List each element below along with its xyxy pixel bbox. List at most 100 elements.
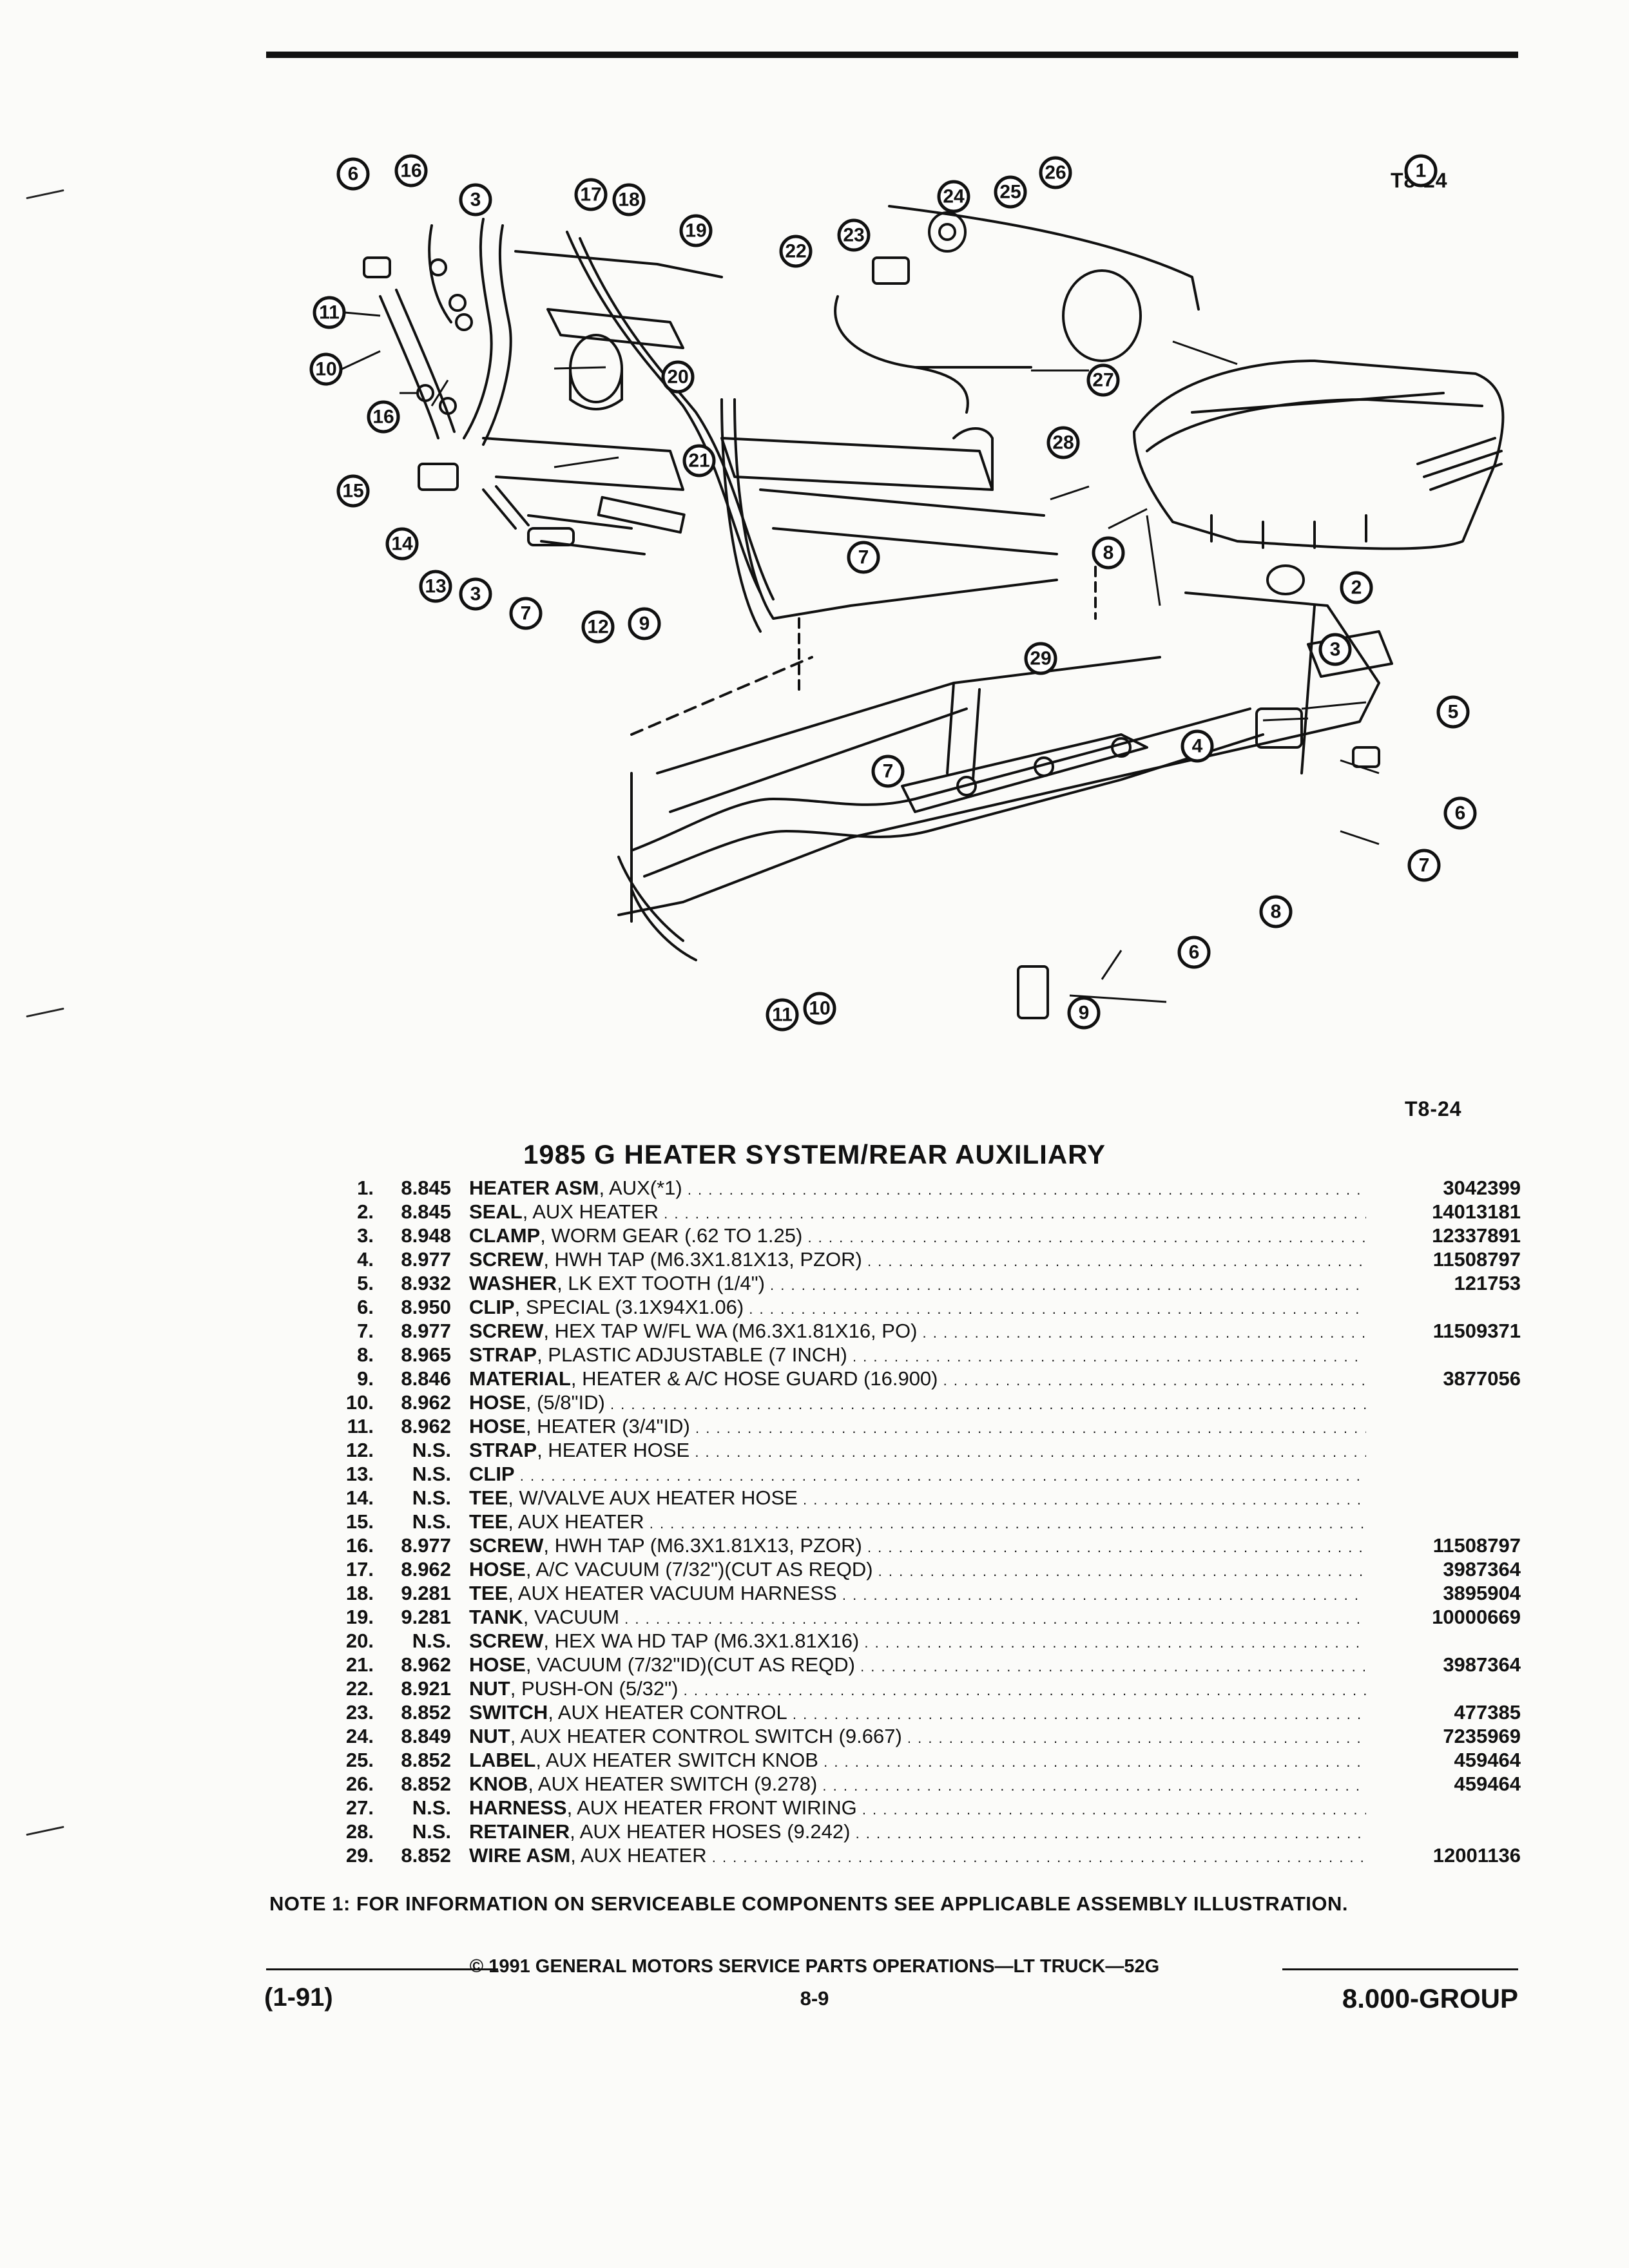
svg-text:26: 26	[1045, 162, 1066, 184]
part-name: TEE	[469, 1582, 508, 1604]
group-number: 8.845	[401, 1177, 451, 1199]
part-detail: , HWH TAP (M6.3X1.81X13, PZOR)	[543, 1248, 1366, 1271]
exploded-parts-diagram: 6 16 3 17 18 19 11 10 16 15 14 13 3 7 12…	[309, 154, 1505, 1032]
part-name: HOSE	[469, 1653, 526, 1676]
part-name: WASHER	[469, 1272, 557, 1294]
part-name: SCREW	[469, 1629, 544, 1652]
part-number: 14013181	[1432, 1200, 1521, 1223]
group-number: 8.852	[401, 1844, 451, 1867]
group-number: 8.962	[401, 1558, 451, 1581]
group-number: 8.962	[401, 1415, 451, 1437]
part-name: HOSE	[469, 1558, 526, 1581]
part-detail: , AUX HEATER CONTROL SWITCH (9.667)	[510, 1725, 1366, 1747]
group-number: 8.962	[401, 1391, 451, 1414]
svg-text:8: 8	[1271, 901, 1282, 923]
callout-11: 11	[313, 296, 346, 329]
part-description: TEE, AUX HEATER VACUUM HARNESS	[469, 1581, 1366, 1607]
part-name: SCREW	[469, 1320, 544, 1342]
part-description: CLIP, SPECIAL (3.1X94X1.06)	[469, 1295, 1366, 1321]
callout-8: 8	[1259, 895, 1293, 928]
svg-text:9: 9	[639, 613, 650, 635]
item-number: 18.	[345, 1582, 374, 1604]
svg-text:3: 3	[470, 189, 481, 211]
item-number: 20.	[345, 1629, 374, 1652]
group-number: N.S.	[412, 1796, 451, 1819]
footnote: NOTE 1: FOR INFORMATION ON SERVICEABLE C…	[269, 1892, 1348, 1915]
svg-text:17: 17	[580, 184, 601, 206]
svg-text:7: 7	[521, 603, 532, 624]
callout-7: 7	[1407, 849, 1441, 882]
callout-14: 14	[385, 527, 419, 561]
group-number: 8.962	[401, 1653, 451, 1676]
svg-text:14: 14	[391, 533, 413, 555]
part-detail: , (5/8"ID)	[526, 1391, 1366, 1414]
part-detail: , PUSH-ON (5/32")	[510, 1677, 1366, 1700]
item-number: 25.	[345, 1749, 374, 1771]
parts-row: 28.N.S.RETAINER, AUX HEATER HOSES (9.242…	[322, 1820, 1521, 1843]
top-rule	[266, 52, 1518, 58]
svg-text:1: 1	[1416, 160, 1427, 182]
callout-26: 26	[1039, 156, 1072, 189]
part-detail: , HEATER (3/4"ID)	[526, 1415, 1366, 1437]
part-name: KNOB	[469, 1773, 528, 1795]
svg-text:11: 11	[772, 1004, 793, 1026]
part-detail: , A/C VACUUM (7/32")(CUT AS REQD)	[526, 1558, 1366, 1581]
callout-3: 3	[459, 577, 492, 611]
part-number: 10000669	[1432, 1606, 1521, 1628]
callout-19: 19	[679, 214, 713, 247]
callout-27: 27	[1086, 363, 1120, 397]
svg-text:7: 7	[883, 761, 894, 782]
part-description: SCREW, HEX TAP W/FL WA (M6.3X1.81X16, PO…	[469, 1319, 1366, 1345]
part-description: HOSE, VACUUM (7/32"ID)(CUT AS REQD)	[469, 1653, 1366, 1678]
page-title: 1985 G HEATER SYSTEM/REAR AUXILIARY	[523, 1139, 1106, 1169]
svg-text:16: 16	[372, 407, 394, 428]
part-detail: , W/VALVE AUX HEATER HOSE	[508, 1486, 1366, 1509]
svg-text:3: 3	[1330, 639, 1341, 660]
part-name: RETAINER	[469, 1820, 570, 1843]
part-name: SWITCH	[469, 1701, 548, 1724]
part-description: STRAP, PLASTIC ADJUSTABLE (7 INCH)	[469, 1343, 1366, 1369]
part-detail: , LK EXT TOOTH (1/4")	[557, 1272, 1366, 1294]
part-name: HARNESS	[469, 1796, 567, 1819]
callout-20: 20	[661, 360, 695, 394]
svg-text:11: 11	[319, 302, 340, 323]
callout-6: 6	[336, 157, 370, 191]
part-description: SCREW, HWH TAP (M6.3X1.81X13, PZOR)	[469, 1533, 1366, 1559]
part-name: NUT	[469, 1725, 510, 1747]
svg-text:24: 24	[943, 186, 965, 207]
callout-7: 7	[847, 541, 880, 574]
item-number: 3.	[357, 1224, 374, 1247]
part-detail: , HEATER HOSE	[537, 1439, 1366, 1461]
callout-9: 9	[1067, 996, 1101, 1030]
part-description: SWITCH, AUX HEATER CONTROL	[469, 1700, 1366, 1726]
item-number: 14.	[345, 1486, 374, 1509]
part-name: TANK	[469, 1606, 523, 1628]
svg-text:4: 4	[1192, 736, 1203, 757]
part-detail: , WORM GEAR (.62 TO 1.25)	[540, 1224, 1366, 1247]
svg-text:6: 6	[1455, 803, 1466, 824]
item-number: 7.	[357, 1320, 374, 1342]
svg-text:27: 27	[1092, 370, 1113, 391]
callout-8: 8	[1092, 536, 1125, 570]
part-detail: , VACUUM	[523, 1606, 1366, 1628]
part-number: 459464	[1454, 1773, 1521, 1795]
item-number: 12.	[345, 1439, 374, 1461]
group-number: 8.977	[401, 1248, 451, 1271]
part-detail: , AUX HEATER FRONT WIRING	[567, 1796, 1366, 1819]
part-number: 3895904	[1443, 1582, 1521, 1604]
group-number: 8.977	[401, 1534, 451, 1557]
part-number: 11508797	[1432, 1248, 1521, 1271]
part-description: TEE, W/VALVE AUX HEATER HOSE	[469, 1486, 1366, 1512]
svg-text:7: 7	[858, 547, 869, 568]
part-number: 3987364	[1443, 1558, 1521, 1581]
item-number: 6.	[357, 1296, 374, 1318]
